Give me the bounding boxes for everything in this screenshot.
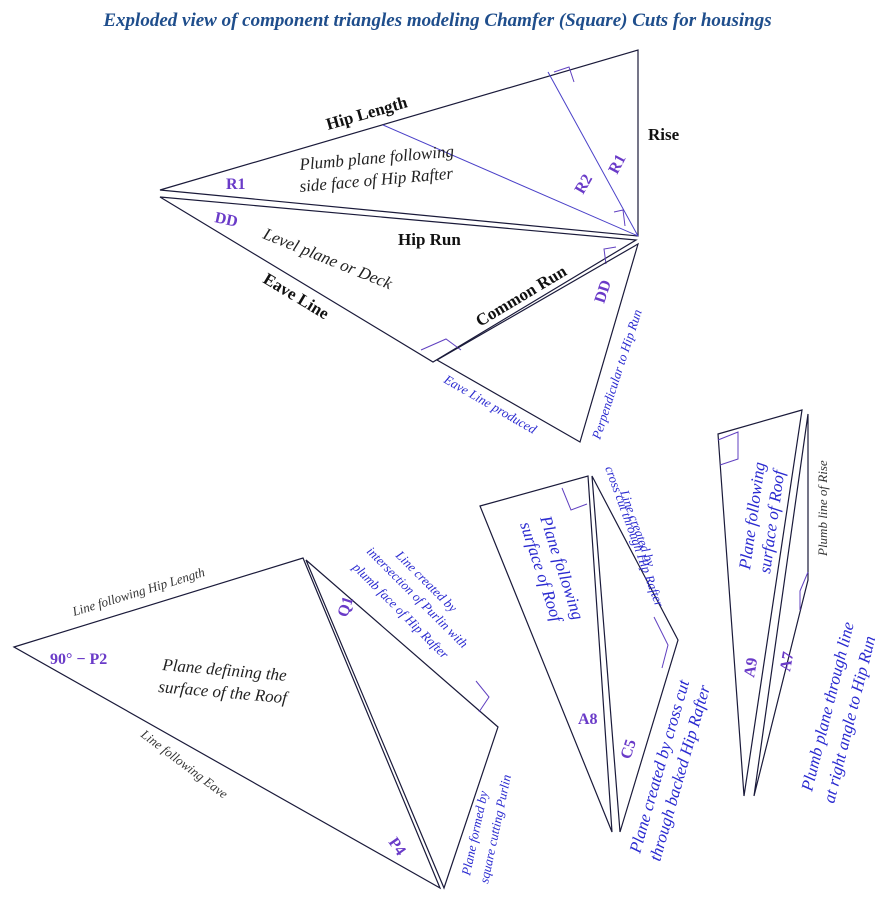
q1-label: Q1 — [335, 595, 357, 620]
p4-label: P4 — [385, 835, 409, 859]
square-mark-right-side — [799, 571, 809, 610]
ninety-minus-p2-label: 90° − P2 — [50, 651, 107, 668]
line-following-hip-length-label: Line following Hip Length — [70, 564, 207, 619]
r2-line — [382, 124, 639, 237]
r2-label: R2 — [572, 172, 597, 197]
square-mark-right-top — [717, 431, 739, 466]
square-mark-top — [553, 66, 575, 83]
eave-produced-triangle — [435, 242, 639, 443]
r1-line — [547, 71, 639, 237]
c5-label: C5 — [618, 737, 640, 761]
a9-label: A9 — [741, 656, 761, 678]
level-plane-triangle — [159, 196, 638, 363]
purlin-cut-triangle — [305, 559, 499, 890]
plumb-line-of-rise-label: Plumb line of Rise — [815, 460, 830, 557]
right-plumb-triangle — [753, 413, 809, 797]
eave-line-produced-label: Eave Line produced — [441, 371, 540, 437]
square-mark-middle-top — [561, 487, 588, 511]
square-mark-rise — [613, 209, 626, 227]
common-run-label: Common Run — [472, 261, 570, 330]
hip-length-label: Hip Length — [324, 92, 410, 133]
cross-cut-line2: cross cut through Hip Rafter — [602, 464, 667, 610]
hip-length-triangle — [159, 49, 639, 237]
line-following-eave-label: Line following Eave — [137, 726, 231, 802]
middle-cross-cut-triangle — [591, 475, 679, 833]
square-mark-dd — [603, 246, 617, 265]
r1-right-label: R1 — [606, 152, 630, 177]
dd-left-label: DD — [213, 209, 239, 230]
eave-line-label: Eave Line — [260, 269, 333, 323]
hip-run-label: Hip Run — [398, 230, 461, 249]
perpendicular-label: Perpendicular to Hip Run — [588, 308, 644, 442]
square-mark-middle-right — [653, 616, 669, 669]
square-mark-common-run — [420, 338, 462, 351]
dd-right-label: DD — [592, 278, 615, 305]
right-roof-triangle — [717, 409, 803, 797]
a7-label: A7 — [777, 650, 797, 672]
roof-surface-triangle — [12, 557, 442, 890]
r1-left-label: R1 — [226, 176, 246, 193]
rise-label: Rise — [648, 125, 680, 144]
middle-roof-triangle — [479, 475, 613, 833]
square-mark-purlin — [475, 680, 490, 713]
diagram-title: Exploded view of component triangles mod… — [103, 10, 772, 31]
a8-label: A8 — [578, 711, 598, 728]
